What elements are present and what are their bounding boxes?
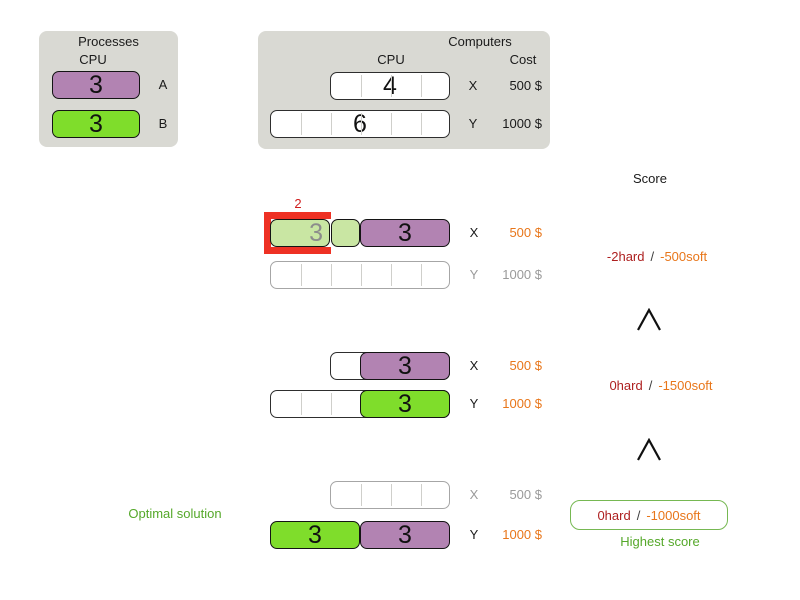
solution2-computer-x-cost: 500 $ [509,358,542,373]
solution1-process-b-overflow-box: 3 [270,219,330,247]
highest-score-label: Highest score [620,534,700,549]
solution2-computer-y-label: Y [469,396,479,411]
solution1-process-a-cpu-value: 3 [398,218,412,247]
solution1-computer-y-cost: 1000 $ [502,267,542,282]
cell-divider [301,264,302,286]
solution3-process-a-cpu-value: 3 [398,520,412,549]
process-b-label: B [158,116,168,131]
cell-divider [361,75,362,97]
cell-divider [331,264,332,286]
computer-y-label: Y [468,116,478,131]
cell-divider [361,264,362,286]
cell-divider [301,113,302,135]
process-a-label: A [158,77,168,92]
computer-x-capacity-box: 4 [330,72,450,100]
cell-divider [361,484,362,506]
process-a-cpu-value: 3 [89,70,103,99]
solution2-process-b-cpu-value: 3 [398,389,412,418]
cell-divider [421,484,422,506]
cell-divider [331,393,332,415]
soft-score: -1000soft [646,507,701,523]
solution3-computer-y-cost: 1000 $ [502,527,542,542]
score-separator: / [650,249,655,264]
hard-score: 0hard [609,378,643,393]
soft-score: -500soft [660,249,708,264]
process-b-cpu-value: 3 [89,109,103,138]
solution2-computer-x-label: X [469,358,479,373]
cell-divider [421,75,422,97]
score-separator: / [648,378,653,393]
solution2-process-b-box: 3 [360,390,450,418]
computers-cpu-header: CPU [377,52,405,67]
solution1-score: -2hard / -500soft [572,249,742,264]
soft-score: -1500soft [658,378,713,393]
solution3-computer-x-capacity-box [330,481,450,509]
solution2-score: 0hard / -1500soft [576,378,746,393]
computer-y-cpu-value: 6 [353,110,367,138]
solution3-process-b-cpu-value: 3 [308,520,322,549]
highest-score-box: 0hard / -1000soft [570,500,728,530]
overload-amount: 2 [294,196,302,211]
solution3-computer-x-cost: 500 $ [509,487,542,502]
solution1-computer-y-label: Y [469,267,479,282]
overload-bracket [264,212,331,254]
solution2-process-a-cpu-value: 3 [398,351,412,380]
solution2-computer-y-cost: 1000 $ [502,396,542,411]
computer-y-cost: 1000 $ [502,116,542,131]
solution3-computer-x-label: X [469,487,479,502]
computers-cost-header: Cost [509,52,537,67]
cell-divider [391,264,392,286]
cell-divider [421,264,422,286]
solution3-process-b-box: 3 [270,521,360,549]
cell-divider [421,113,422,135]
solution1-computer-y-capacity-box [270,261,450,289]
solution1-process-b-cpu-value: 3 [309,218,323,247]
cell-divider [331,113,332,135]
hard-score: 0hard [597,507,631,523]
processes-panel-title: Processes [78,34,139,49]
computer-x-cpu-value: 4 [383,72,397,100]
hard-score: -2hard [606,249,645,264]
score-header: Score [633,171,667,186]
optimal-solution-label: Optimal solution [128,506,222,521]
solution1-process-a-box: 3 [360,219,450,247]
cell-divider [391,113,392,135]
solution3-process-a-box: 3 [360,521,450,549]
cell-divider [361,113,362,135]
computers-panel: Computers CPU Cost 4 X 500 $ 6 Y 1000 $ [258,31,550,149]
computer-y-capacity-box: 6 [270,110,450,138]
cell-divider [391,75,392,97]
solution1-process-b-inside-box [331,219,360,247]
solution1-computer-x-cost: 500 $ [509,225,542,240]
process-a-box: 3 [52,71,140,99]
better-than-caret [637,308,661,331]
cell-divider [301,393,302,415]
score-separator: / [636,507,641,523]
computers-panel-title: Computers [448,34,512,49]
solution3-computer-y-label: Y [469,527,479,542]
processes-panel: Processes CPU 3 A 3 B [39,31,178,147]
process-b-box: 3 [52,110,140,138]
computer-x-cost: 500 $ [509,78,542,93]
solution2-process-a-box: 3 [360,352,450,380]
cell-divider [391,484,392,506]
solution1-computer-x-label: X [469,225,479,240]
processes-cpu-header: CPU [79,52,107,67]
better-than-caret [637,438,661,461]
computer-x-label: X [468,78,478,93]
